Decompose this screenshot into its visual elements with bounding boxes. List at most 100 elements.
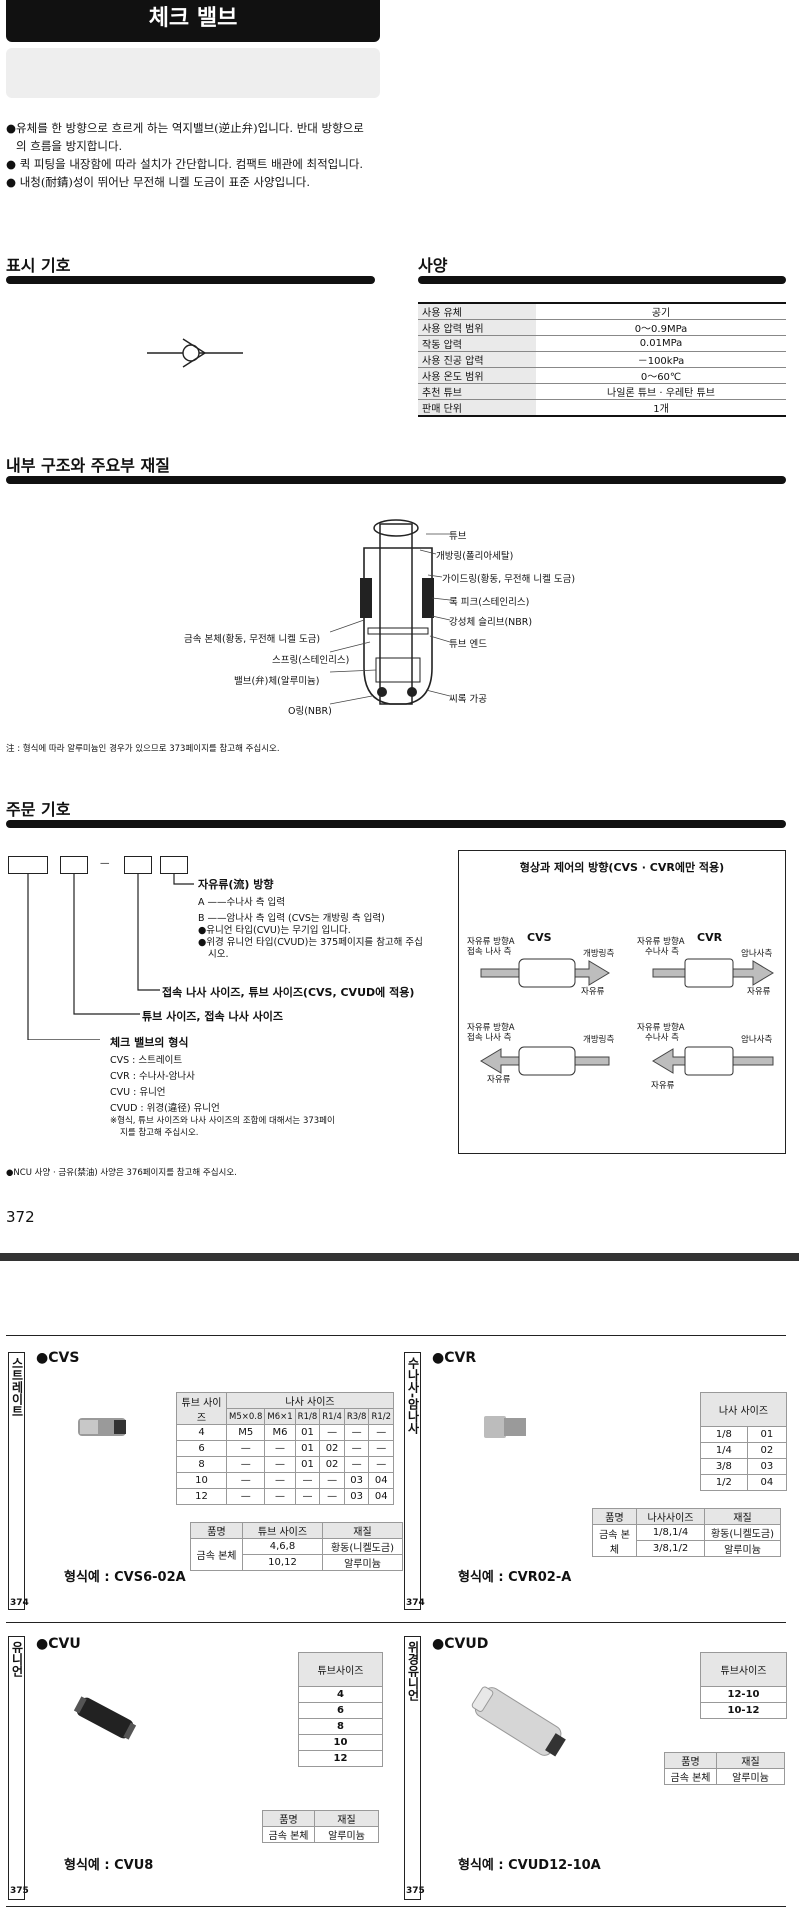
spec-heading: 사양 (418, 256, 448, 275)
flow-label: 자유류 방향A (637, 1023, 685, 1033)
cell: 03 (343, 1488, 370, 1505)
label-body: 금속 본체(황동, 무전해 니켈 도금) (184, 634, 321, 645)
tab-label: 유니언 (10, 1641, 24, 1677)
example-label: 형식예 : (458, 1570, 504, 1585)
label-tube: 튜브 (449, 531, 467, 542)
cvs-size-table: 튜브 사이즈 나사 사이즈 M5×0.8 M6×1 R1/8 R1/4 R3/8… (176, 1392, 395, 1505)
flow-label: 개방링측 (583, 1035, 615, 1045)
spec-value: 1개 (536, 399, 786, 417)
flow-label: 자유류 (581, 987, 605, 997)
cell: 알루미늄 (716, 1768, 785, 1785)
free-flow-a: A ——수나사 측 입력 (198, 897, 285, 908)
flow-label: 개방링측 (583, 949, 615, 959)
cell: 1/4 (700, 1442, 748, 1459)
flow-label: 암나사측 (741, 1035, 773, 1045)
spec-key: 사용 압력 범위 (418, 319, 536, 336)
cell: 황동(니켈도금) (322, 1538, 403, 1555)
header-cell: M6×1 (264, 1408, 296, 1425)
flow-label: 자유류 방향A (637, 937, 685, 947)
panel-page: 375 (10, 1886, 29, 1896)
header-cell: R1/2 (368, 1408, 395, 1425)
intro-bullets: ●유체를 한 방향으로 흐르게 하는 역지밸브(逆止弁)입니다. 반대 방향으로… (6, 120, 386, 192)
valve-cross-section (360, 519, 434, 705)
cvs-example: 형식예 : CVS6-02A (64, 1566, 186, 1585)
label-valve: 밸브(弁)체(알루미늄) (234, 676, 320, 687)
cvud-example: 형식예 : CVUD12-10A (458, 1854, 601, 1873)
cell: — (225, 1440, 266, 1457)
example-value: CVU8 (114, 1858, 154, 1873)
spec-key: 사용 유체 (418, 303, 536, 320)
label-lock-claw: 록 피크(스테인리스) (449, 597, 530, 608)
cvs-label: CVS (527, 931, 552, 944)
cell: 01 (294, 1440, 321, 1457)
panel-page: 374 (10, 1598, 29, 1608)
table-row: 4 (298, 1686, 383, 1703)
section-bar (6, 276, 375, 284)
cell: 3/8 (700, 1458, 748, 1475)
order-code-box-thread (124, 856, 152, 874)
cell: 금속 본체 (664, 1768, 717, 1785)
cell: — (368, 1424, 395, 1441)
spec-key: 사용 온도 범위 (418, 367, 536, 384)
intro-line: ● 내청(耐錆)성이 뛰어난 무전해 니켈 도금이 표준 사양입니다. (6, 175, 311, 189)
cell: — (294, 1472, 321, 1489)
cvu-product-image (73, 1696, 137, 1740)
header-cell: 나사 사이즈 (225, 1392, 395, 1409)
rule (6, 1335, 786, 1336)
flow-box-title: 형상과 제어의 방향(CVS · CVR에만 적용) (519, 861, 725, 874)
panel-page: 374 (406, 1598, 425, 1608)
spec-key: 작동 압력 (418, 335, 536, 352)
intro-line: ●유체를 한 방향으로 흐르게 하는 역지밸브(逆止弁)입니다. 반대 방향으로 (6, 121, 364, 135)
cell: 금속 본체 (190, 1538, 243, 1571)
flow-label: 수나사 측 (645, 1033, 679, 1043)
cvud-product-image (471, 1686, 566, 1757)
cell: 01 (294, 1456, 321, 1473)
cell: 4 (176, 1424, 227, 1441)
cell: 3/8,1/2 (636, 1540, 705, 1557)
cvud-size-table: 튜브사이즈 12-10 10-12 (700, 1652, 787, 1719)
example-label: 형식예 : (64, 1858, 110, 1873)
tab-label: 스트레이트 (10, 1357, 24, 1417)
tab-male-female: 수나사-암나사 (404, 1352, 421, 1610)
header-cell: M5×0.8 (225, 1408, 266, 1425)
cell: — (225, 1456, 266, 1473)
spec-row: 사용 진공 압력－100kPa (418, 351, 786, 368)
cell: 알루미늄 (314, 1826, 379, 1843)
section-bar (6, 820, 786, 828)
spec-value: 0～60℃ (536, 367, 786, 384)
example-value: CVR02-A (508, 1570, 572, 1585)
free-flow-b: B ——암나사 측 입력 (CVS는 개방링 측 입력) (198, 913, 385, 924)
header-cell: 튜브사이즈 (298, 1652, 383, 1687)
example-value: CVUD12-10A (508, 1858, 601, 1873)
cvu-title: ●CVU (36, 1636, 81, 1652)
example-label: 형식예 : (64, 1570, 110, 1585)
order-code-box-flow (160, 856, 188, 874)
cvud-title: ●CVUD (432, 1636, 489, 1652)
cell: 알루미늄 (704, 1540, 781, 1557)
cell: 8 (298, 1718, 383, 1735)
header-cell: 나사 사이즈 (700, 1392, 787, 1427)
intro-line: ● 퀵 피팅을 내장함에 따라 설치가 간단합니다. 컴팩트 배관에 최적입니다… (6, 157, 364, 171)
spec-value: 공기 (536, 303, 786, 320)
cvu-example: 형식예 : CVU8 (64, 1854, 153, 1873)
check-valve-symbol (147, 338, 243, 368)
tab-label: 위경유니언 (406, 1641, 420, 1701)
tab-label: 수나사-암나사 (406, 1357, 420, 1434)
cell: 금속 본체 (592, 1524, 637, 1557)
model-item: CVS : 스트레이트 (110, 1055, 183, 1066)
cell: — (264, 1440, 296, 1457)
header-cell: 튜브 사이즈 (242, 1522, 323, 1539)
header-cell: 나사사이즈 (636, 1508, 705, 1525)
header-cell: 품명 (262, 1810, 315, 1827)
free-flow-note: 시오. (208, 949, 229, 960)
flow-label: 자유류 (747, 987, 771, 997)
